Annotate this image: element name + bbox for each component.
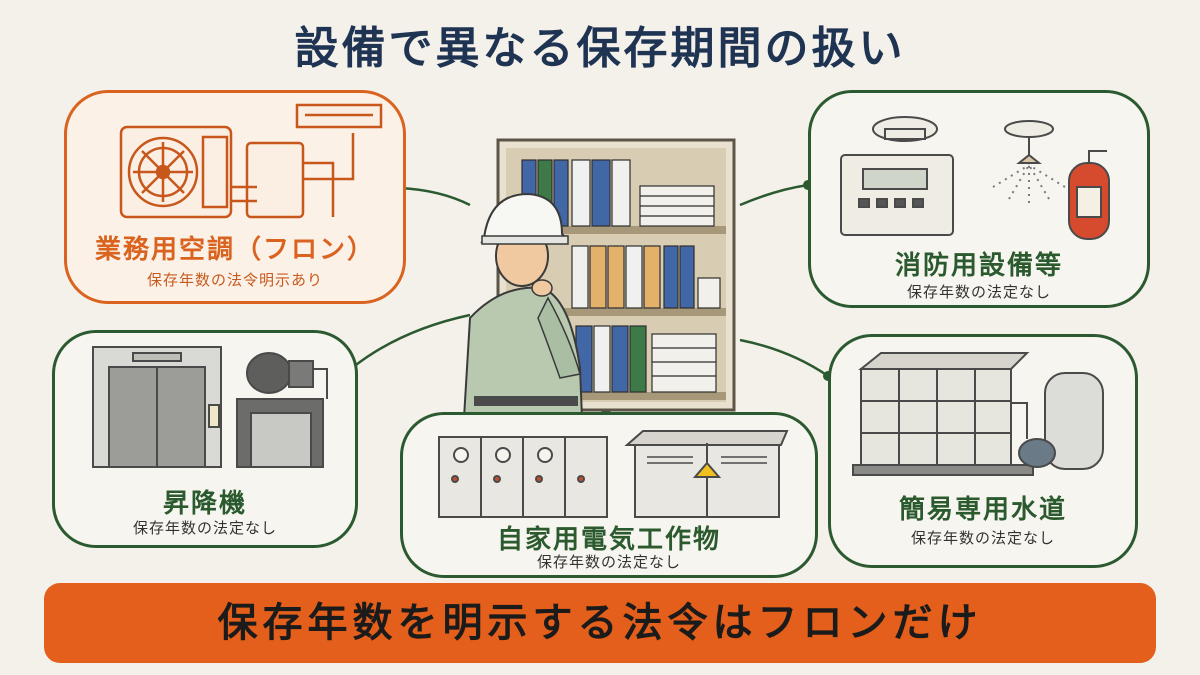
bookshelf-with-worker-illustration: [462, 138, 736, 418]
fire-equipment-icon: [840, 116, 1110, 240]
card-aircon: 業務用空調（フロン） 保存年数の法令明示あり: [64, 90, 406, 304]
water-tank-icon: [852, 352, 1104, 476]
fire-note: 保存年数の法定なし: [906, 283, 1051, 301]
card-electric: 自家用電気工作物 保存年数の法定なし: [400, 412, 818, 578]
card-water: 簡易専用水道 保存年数の法定なし: [828, 334, 1138, 568]
card-elevator: 昇降機 保存年数の法定なし: [52, 330, 358, 548]
fire-label: 消防用設備等: [894, 251, 1063, 281]
worker-figure: [462, 192, 584, 418]
elevator-icon: [92, 346, 328, 468]
water-label: 簡易専用水道: [898, 495, 1067, 525]
binders-middle-shelf: [571, 245, 721, 309]
aircon-label: 業務用空調（フロン）: [94, 235, 375, 265]
switchgear-icon: [438, 430, 789, 518]
air-conditioner-icon: [119, 103, 383, 219]
elevator-label: 昇降機: [162, 489, 247, 519]
page-title: 設備で異なる保存期間の扱い: [294, 23, 906, 74]
elevator-note: 保存年数の法定なし: [132, 519, 277, 537]
electric-label: 自家用電気工作物: [496, 525, 721, 555]
binders-bottom-shelf: [575, 325, 717, 393]
electric-note: 保存年数の法定なし: [536, 553, 681, 571]
conclusion-banner: 保存年数を明示する法令はフロンだけ: [44, 583, 1156, 663]
card-fire-equipment: 消防用設備等 保存年数の法定なし: [808, 90, 1150, 308]
water-note: 保存年数の法定なし: [910, 529, 1055, 547]
aircon-note: 保存年数の法令明示あり: [146, 271, 323, 289]
